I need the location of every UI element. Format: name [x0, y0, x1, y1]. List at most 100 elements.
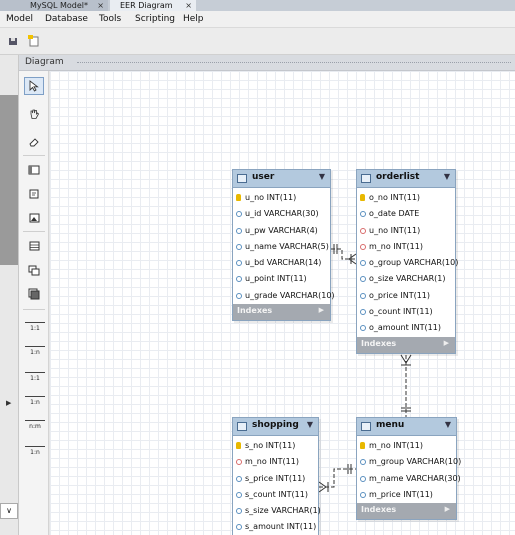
primary-key-icon [360, 194, 365, 201]
pointer-tool-icon[interactable] [24, 77, 44, 95]
column-row[interactable]: o_size VARCHAR(1) [357, 271, 455, 287]
collapse-arrow-icon[interactable]: ▼ [444, 420, 451, 429]
column-text: m_group VARCHAR(10) [369, 457, 462, 467]
menu-scripting[interactable]: Scripting [135, 14, 176, 24]
column-row[interactable]: u_no INT(11) [233, 190, 330, 206]
column-row[interactable]: u_pw VARCHAR(4) [233, 223, 330, 239]
column-row[interactable]: o_count INT(11) [357, 304, 455, 320]
save-icon[interactable] [7, 35, 19, 47]
entity-header[interactable]: user ▼ [233, 170, 330, 188]
hand-tool-icon[interactable] [24, 105, 44, 123]
collapse-arrow-icon[interactable]: ▼ [318, 172, 325, 181]
image-tool-icon[interactable] [24, 209, 44, 227]
view-tool-icon[interactable] [24, 261, 44, 279]
primary-key-icon [236, 442, 241, 449]
collapse-arrow-icon[interactable]: ▼ [306, 420, 313, 429]
column-text: m_no INT(11) [369, 241, 423, 251]
relationship-n-m-icon[interactable]: n:m [24, 417, 46, 431]
column-row[interactable]: m_no INT(11) [357, 438, 456, 454]
column-row[interactable]: u_name VARCHAR(5) [233, 239, 330, 255]
column-diamond-icon [360, 260, 366, 267]
menu-database[interactable]: Database [45, 14, 88, 24]
note-tool-icon[interactable] [24, 185, 44, 203]
collapse-arrow-icon[interactable]: ▼ [443, 172, 450, 181]
entity-indexes-section[interactable]: Indexes ▶ [233, 304, 330, 321]
column-diamond-icon [360, 475, 366, 482]
eraser-tool-icon[interactable] [24, 133, 44, 151]
column-row[interactable]: o_price INT(11) [357, 288, 455, 304]
menu-model[interactable]: Model [6, 14, 34, 24]
relationship-existing-columns-icon[interactable]: 1:n [24, 443, 46, 457]
column-row[interactable]: o_group VARCHAR(10) [357, 255, 459, 271]
column-diamond-icon [236, 508, 242, 515]
toolbar [0, 28, 515, 55]
column-text: o_size VARCHAR(1) [369, 274, 446, 284]
left-panel-scrollbar[interactable] [0, 95, 18, 265]
column-row[interactable]: m_group VARCHAR(10) [357, 454, 461, 470]
column-row[interactable]: s_count INT(11) [233, 487, 318, 503]
column-diamond-icon [236, 524, 242, 531]
column-text: s_amount INT(11) [245, 522, 317, 532]
layer-tool-icon[interactable] [24, 161, 44, 179]
column-text: o_group VARCHAR(10) [369, 258, 459, 268]
column-row[interactable]: o_amount INT(11) [357, 320, 455, 336]
column-row[interactable]: u_no INT(11) [357, 223, 455, 239]
entity-header[interactable]: shopping ▼ [233, 418, 318, 436]
entity-indexes-section[interactable]: Indexes ▶ [357, 336, 455, 353]
relationship-shopping-menu [319, 468, 356, 488]
panel-grip [77, 62, 511, 64]
column-row[interactable]: s_price INT(11) [233, 471, 318, 487]
entity-shopping[interactable]: shopping ▼ s_no INT(11) m_no INT(11) s_p… [232, 417, 321, 535]
relationship-label: 1:1 [30, 375, 40, 382]
column-row[interactable]: o_no INT(11) [357, 190, 455, 206]
entity-indexes-section[interactable]: Indexes ▶ [357, 503, 456, 520]
entity-menu[interactable]: menu ▼ m_no INT(11) m_group VARCHAR(10) … [356, 417, 461, 521]
column-row[interactable]: s_amount INT(11) [233, 519, 318, 535]
close-icon[interactable]: × [97, 1, 104, 10]
relationship-shopping-menu-ends [318, 464, 352, 493]
column-row[interactable]: u_grade VARCHAR(10) [233, 288, 335, 304]
column-row[interactable]: m_name VARCHAR(30) [357, 471, 461, 487]
new-document-icon[interactable] [27, 35, 41, 47]
expand-arrow-icon[interactable]: ▶ [444, 505, 450, 514]
entity-header[interactable]: menu ▼ [357, 418, 456, 436]
column-diamond-icon [236, 276, 242, 283]
diagram-canvas[interactable]: user ▼ u_no INT(11) u_id VARCHAR(30) u_p… [50, 71, 515, 535]
expand-arrow-icon[interactable]: ▶ [318, 306, 324, 315]
entity-user[interactable]: user ▼ u_no INT(11) u_id VARCHAR(30) u_p… [232, 169, 335, 322]
tool-palette: 1:1 1:n 1:1 1:n n:m 1:n [19, 71, 49, 535]
column-row[interactable]: m_no INT(11) [357, 239, 455, 255]
tab-mysql-model[interactable]: MySQL Model* × [0, 0, 108, 11]
tab-eer-diagram[interactable]: EER Diagram × [110, 0, 196, 11]
menu-tools[interactable]: Tools [99, 14, 122, 24]
panel-dropdown[interactable]: ∨ [0, 503, 18, 519]
column-text: u_no INT(11) [369, 225, 421, 235]
column-diamond-icon [360, 325, 366, 332]
column-row[interactable]: u_point INT(11) [233, 271, 330, 287]
column-text: m_no INT(11) [369, 441, 423, 450]
relationship-1-n-identifying-icon[interactable]: 1:n [24, 393, 46, 407]
column-row[interactable]: o_date DATE [357, 206, 455, 222]
column-row[interactable]: s_size VARCHAR(1) [233, 503, 321, 519]
table-tool-icon[interactable] [24, 237, 44, 255]
menu-help[interactable]: Help [183, 14, 204, 24]
column-row[interactable]: u_id VARCHAR(30) [233, 206, 330, 222]
relationship-1-1-icon[interactable]: 1:1 [24, 319, 46, 333]
routine-group-tool-icon[interactable] [24, 285, 44, 303]
relationship-1-1-identifying-icon[interactable]: 1:1 [24, 369, 46, 383]
column-row[interactable]: m_no INT(11) [233, 454, 318, 470]
entity-header[interactable]: orderlist ▼ [357, 170, 455, 188]
primary-key-icon [360, 442, 365, 449]
relationship-1-n-icon[interactable]: 1:n [24, 343, 46, 357]
expand-arrow-icon[interactable]: ▶ [443, 338, 449, 347]
entity-orderlist[interactable]: orderlist ▼ o_no INT(11) o_date DATE u_n… [356, 169, 459, 354]
column-row[interactable]: m_price INT(11) [357, 487, 456, 503]
column-diamond-icon [236, 491, 242, 498]
close-icon[interactable]: × [185, 1, 192, 10]
column-diamond-icon [360, 292, 366, 299]
column-text: s_no INT(11) [245, 441, 296, 450]
column-row[interactable]: s_no INT(11) [233, 438, 318, 454]
entity-name: user [252, 172, 275, 182]
column-row[interactable]: u_bd VARCHAR(14) [233, 255, 330, 271]
chevron-right-icon[interactable]: ▶ [6, 399, 12, 407]
